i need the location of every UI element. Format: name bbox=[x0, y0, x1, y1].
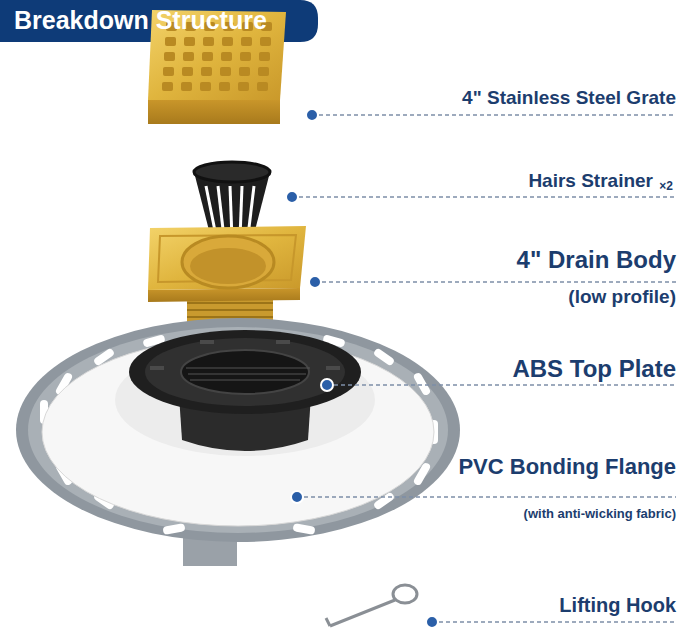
part-label: 4" Stainless Steel Grate bbox=[462, 87, 676, 109]
leader-dots bbox=[286, 109, 438, 628]
bonding-flange bbox=[16, 318, 460, 566]
leader-lines bbox=[292, 115, 676, 622]
abs-top-plate bbox=[129, 330, 361, 451]
part-label: PVC Bonding Flange bbox=[458, 454, 676, 480]
part-label: Hairs Strainer bbox=[528, 170, 653, 192]
part-label: 4" Drain Body bbox=[517, 246, 676, 274]
title: Breakdown Structure bbox=[14, 6, 267, 35]
lifting-hook bbox=[326, 585, 417, 626]
part-label: (with anti-wicking fabric) bbox=[524, 506, 676, 521]
part-label: Lifting Hook bbox=[559, 594, 676, 617]
part-label: (low profile) bbox=[568, 286, 676, 308]
part-label: ABS Top Plate bbox=[512, 355, 676, 383]
part-label: ×2 bbox=[659, 179, 673, 193]
